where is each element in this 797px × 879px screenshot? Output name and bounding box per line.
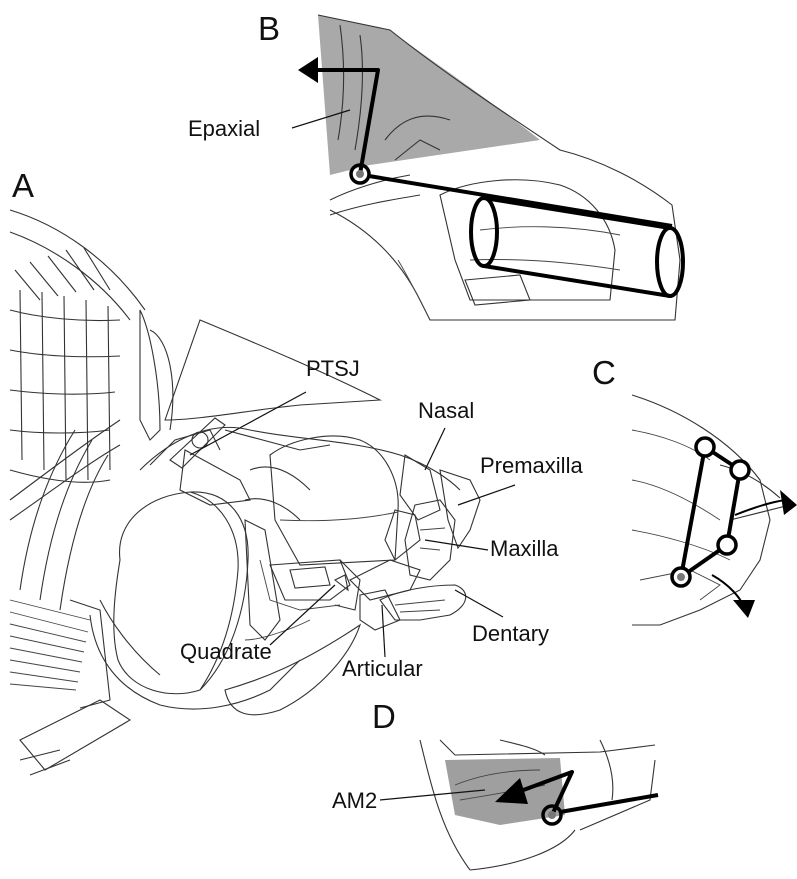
neurocranium — [140, 427, 460, 565]
label-maxilla: Maxilla — [490, 536, 559, 561]
lower-jaw-bones — [350, 560, 466, 630]
label-articular: Articular — [342, 656, 423, 681]
upper-jaw-bones — [385, 455, 480, 580]
pectoral-fin — [10, 600, 130, 775]
label-quadrate: Quadrate — [180, 639, 272, 664]
panel-label-b: B — [258, 10, 280, 47]
label-epaxial: Epaxial — [188, 116, 260, 141]
label-ptsj: PTSJ — [306, 356, 360, 381]
panel-a-skull-drawing — [10, 210, 480, 775]
label-premaxilla: Premaxilla — [480, 453, 583, 478]
panel-label-d: D — [372, 698, 396, 735]
panel-d-drawing — [420, 740, 658, 870]
panel-label-c: C — [592, 354, 616, 391]
label-nasal: Nasal — [418, 398, 474, 423]
panel-c-drawing — [632, 395, 797, 625]
label-am2: AM2 — [332, 788, 377, 813]
suspensorium — [260, 560, 360, 610]
epaxial-muscle-shade — [318, 15, 540, 175]
panel-label-a: A — [12, 167, 34, 204]
leader-lines — [190, 110, 515, 800]
opercular-series — [90, 492, 360, 715]
label-dentary: Dentary — [472, 621, 549, 646]
vertebral-column — [10, 210, 173, 610]
panel-b-drawing — [298, 15, 683, 320]
